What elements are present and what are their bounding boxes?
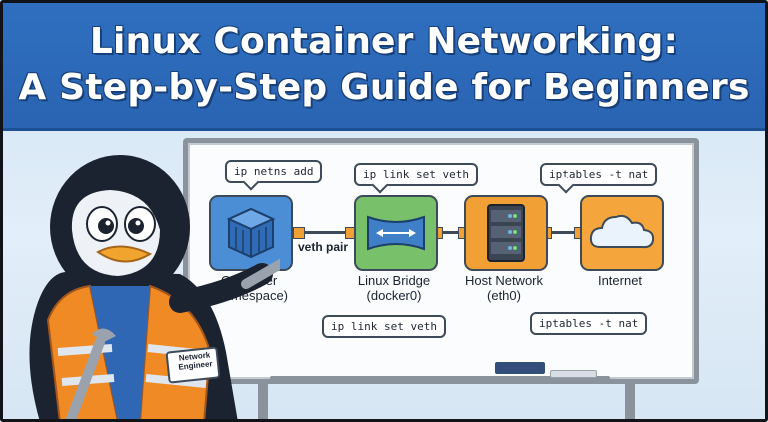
node-label-line: Linux Bridge (357, 273, 431, 288)
cmd-link-bottom: ip link set veth (322, 315, 446, 338)
board-leg (625, 384, 635, 422)
board-tray (270, 376, 610, 384)
title-line-2: A Step-by-Step Guide for Beginners (18, 67, 750, 108)
bridge-label: Linux Bridge (docker0) (344, 273, 444, 303)
cmd-nat-bottom: iptables -t nat (530, 312, 648, 335)
marker (495, 362, 545, 374)
bridge-switch-icon (367, 215, 425, 251)
node-label-line: Host Network (464, 273, 544, 288)
cmd-link-top: ip link set veth (354, 163, 478, 186)
title-banner (3, 3, 765, 131)
penguin-mascot (29, 155, 280, 422)
veth-wire (289, 231, 354, 234)
container-cube-icon (226, 207, 276, 259)
internet-label: Internet (570, 273, 670, 288)
server-rack-icon (487, 204, 525, 262)
cmd-nat-top: iptables -t nat (540, 163, 658, 186)
cmd-netns: ip netns add (225, 160, 323, 183)
internet-node (580, 195, 664, 271)
eraser (550, 370, 597, 378)
cloud-icon (589, 214, 655, 249)
bridge-host-wire (434, 231, 464, 234)
node-label-line: (eth0) (487, 288, 521, 303)
host-node (464, 195, 548, 271)
veth-pair-label: veth pair (298, 240, 349, 254)
bridge-node (354, 195, 438, 271)
title-line-1: Linux Container Networking: (89, 21, 679, 62)
host-label: Host Network (eth0) (454, 273, 554, 303)
port (293, 227, 305, 239)
node-label-line: Internet (597, 273, 643, 288)
board-leg (258, 384, 268, 422)
node-label-line: (docker0) (366, 288, 422, 303)
host-internet-wire (544, 231, 580, 234)
container-node (209, 195, 293, 271)
